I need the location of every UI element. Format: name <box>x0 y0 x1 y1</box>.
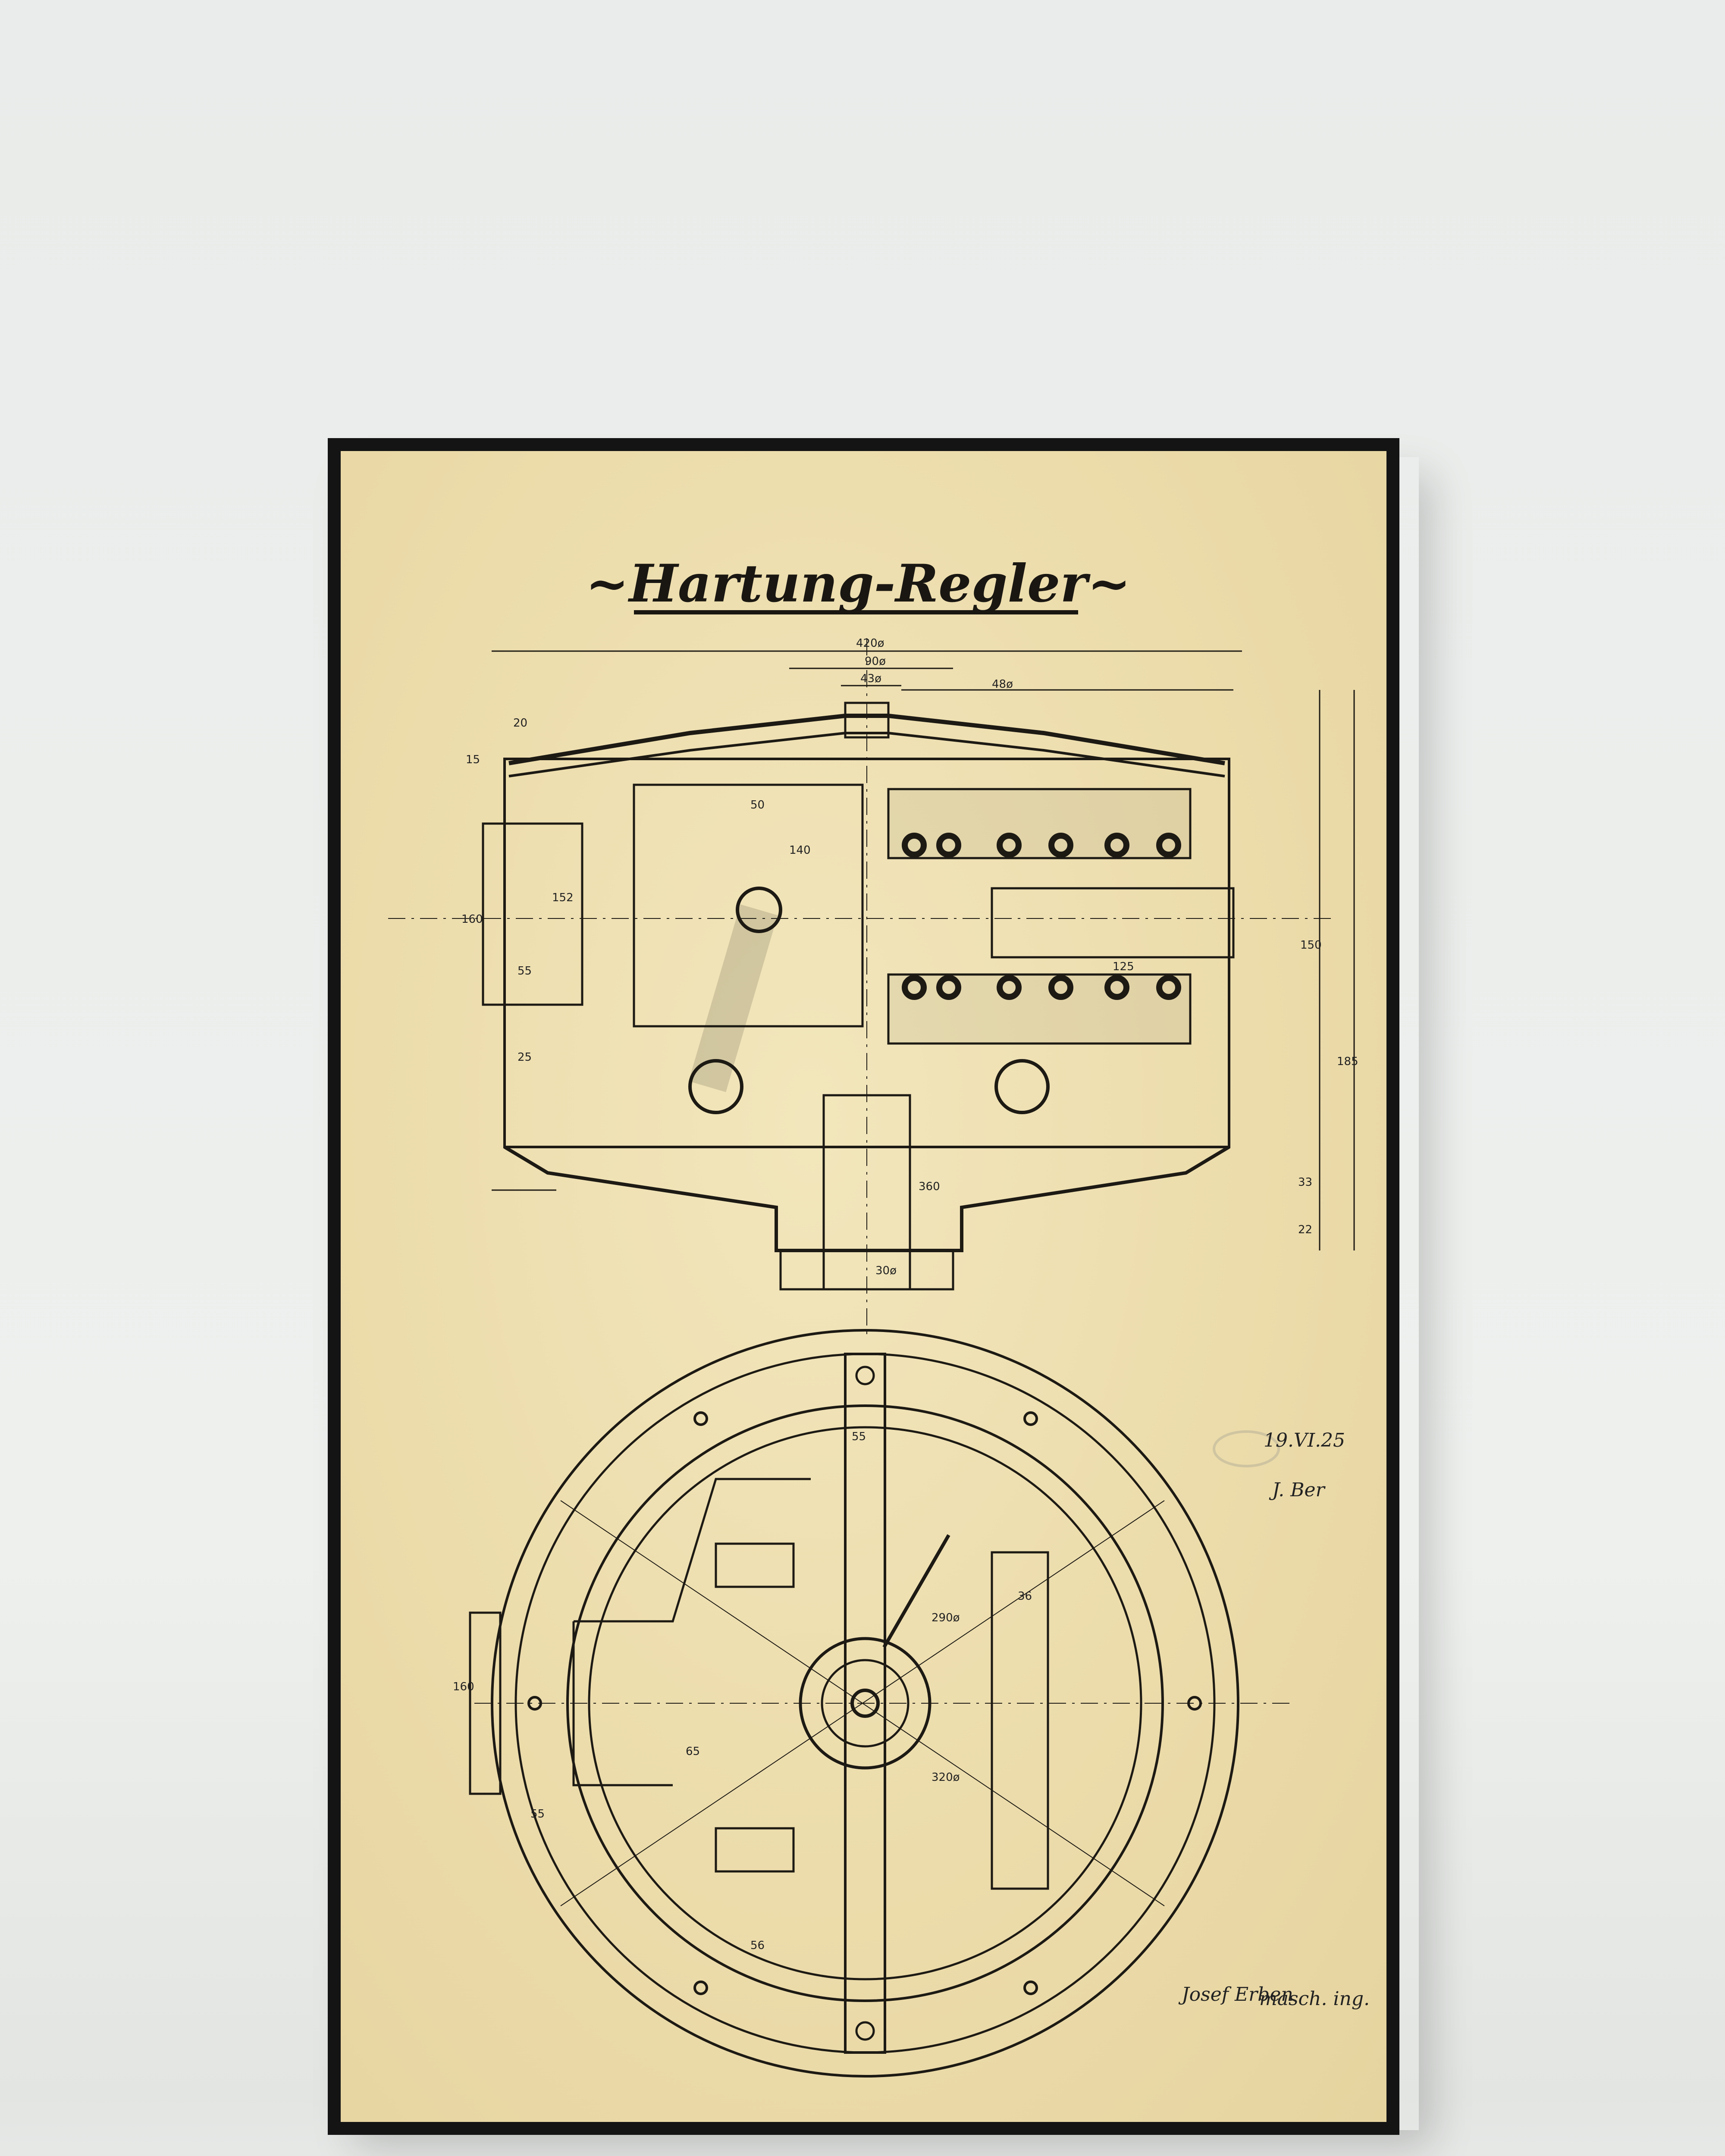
initials-signature: J. Ber <box>1269 1479 1326 1501</box>
dim-label: 90ø <box>865 655 886 668</box>
dim-label: 33 <box>1298 1176 1312 1189</box>
section-view <box>388 638 1355 1337</box>
dim-label: 55 <box>518 965 532 978</box>
dim-label: 43ø <box>860 672 881 685</box>
dim-label: 25 <box>518 1051 532 1064</box>
dim-label: 185 <box>1337 1055 1358 1068</box>
maker-note: masch. ing. <box>1259 1988 1370 2010</box>
dim-label: 15 <box>466 753 480 766</box>
drawing-title: ~Hartung-Regler~ <box>586 553 1131 614</box>
dim-label: 160 <box>453 1680 474 1693</box>
dim-label: 20 <box>513 717 527 730</box>
dim-label: 360 <box>919 1180 940 1193</box>
plan-view <box>469 1329 1294 2078</box>
dim-label: 56 <box>750 1939 765 1952</box>
dim-label: 160 <box>461 913 483 926</box>
maker-signature: Josef Erben <box>1178 1984 1293 2006</box>
dimension-labels-top: 420ø 90ø 43ø 48ø 20 15 25 55 160 152 50 … <box>461 637 1358 1277</box>
dim-label: 152 <box>552 891 574 904</box>
dimension-labels-bottom: 55 160 65 36 290ø 320ø 56 55 <box>453 1430 1032 1952</box>
dim-label: 150 <box>1300 939 1322 952</box>
dim-label: 55 <box>852 1430 866 1443</box>
picture-frame <box>328 438 1399 2135</box>
dim-label: 22 <box>1298 1223 1312 1236</box>
dim-label: 48ø <box>992 678 1013 691</box>
blueprint-paper <box>341 451 1386 2122</box>
dim-label: 65 <box>686 1745 700 1758</box>
dim-label: 125 <box>1113 960 1134 973</box>
dim-label: 320ø <box>932 1771 960 1784</box>
dim-label: 36 <box>1018 1590 1032 1603</box>
faded-stamp <box>1213 1430 1280 1467</box>
dim-label: 140 <box>789 844 811 857</box>
date-note: 19.VI.25 <box>1264 1429 1345 1451</box>
dim-label: 290ø <box>932 1611 960 1624</box>
dim-label: 30ø <box>875 1264 897 1277</box>
dim-label: 420ø <box>856 637 884 650</box>
dim-label: 50 <box>750 799 765 812</box>
dim-label: 55 <box>530 1808 545 1821</box>
